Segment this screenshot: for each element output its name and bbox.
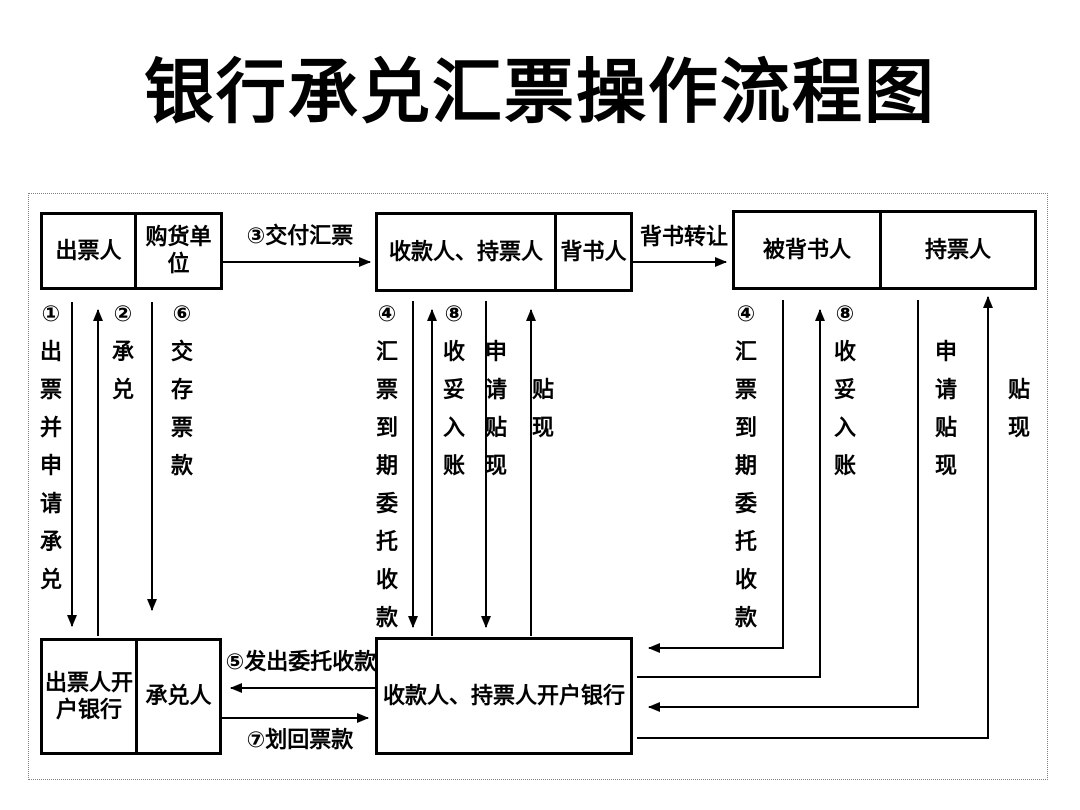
label-right-apply-discount: 申请贴现 [934,340,957,479]
box-payee-bank: 收款人、持票人开户银行 [382,683,625,709]
label-return-funds: ⑦划回票款 [246,728,354,753]
node-drawer-purchaser: 出票人 购货单位 [40,212,223,290]
box-payee-holder: 收款人、持票人 [378,215,557,289]
label-issue-apply-accept: ①出票并申请承兑 [39,302,62,593]
node-payee-bank: 收款人、持票人开户银行 [375,637,633,755]
diagram-frame [28,193,1048,780]
label-right-discount: 贴现 [1007,378,1030,441]
node-drawerbank-acceptor: 出票人开户银行 承兑人 [40,638,222,755]
box-drawer: 出票人 [43,215,137,287]
page-title: 银行承兑汇票操作流程图 [144,51,936,133]
label-mid-credit-account: ⑧收妥入账 [442,302,465,479]
label-mid-due-collection: ④汇票到期委托收款 [375,302,398,631]
box-drawer-bank: 出票人开户银行 [43,641,138,752]
label-send-collection: ⑤发出委托收款 [225,650,377,675]
label-deposit-funds: ⑥交存票款 [170,302,193,479]
label-mid-apply-discount: 申请贴现 [484,340,507,479]
box-holder: 持票人 [924,237,991,263]
box-acceptor: 承兑人 [145,684,212,709]
label-endorse-transfer: 背书转让 [639,225,728,250]
box-endorsee: 被背书人 [735,213,882,287]
label-right-credit-account: ⑧收妥入账 [833,302,856,479]
node-payee-endorser: 收款人、持票人 背书人 [375,212,633,292]
label-accept: ②承兑 [111,302,134,403]
node-endorsee-holder: 被背书人 持票人 [732,210,1037,290]
box-endorser: 背书人 [560,239,627,265]
label-deliver-bill: ③交付汇票 [246,224,354,249]
box-purchaser: 购货单位 [145,225,212,277]
label-mid-discount: 贴现 [531,378,554,441]
label-right-due-collection: ④汇票到期委托收款 [734,302,757,631]
